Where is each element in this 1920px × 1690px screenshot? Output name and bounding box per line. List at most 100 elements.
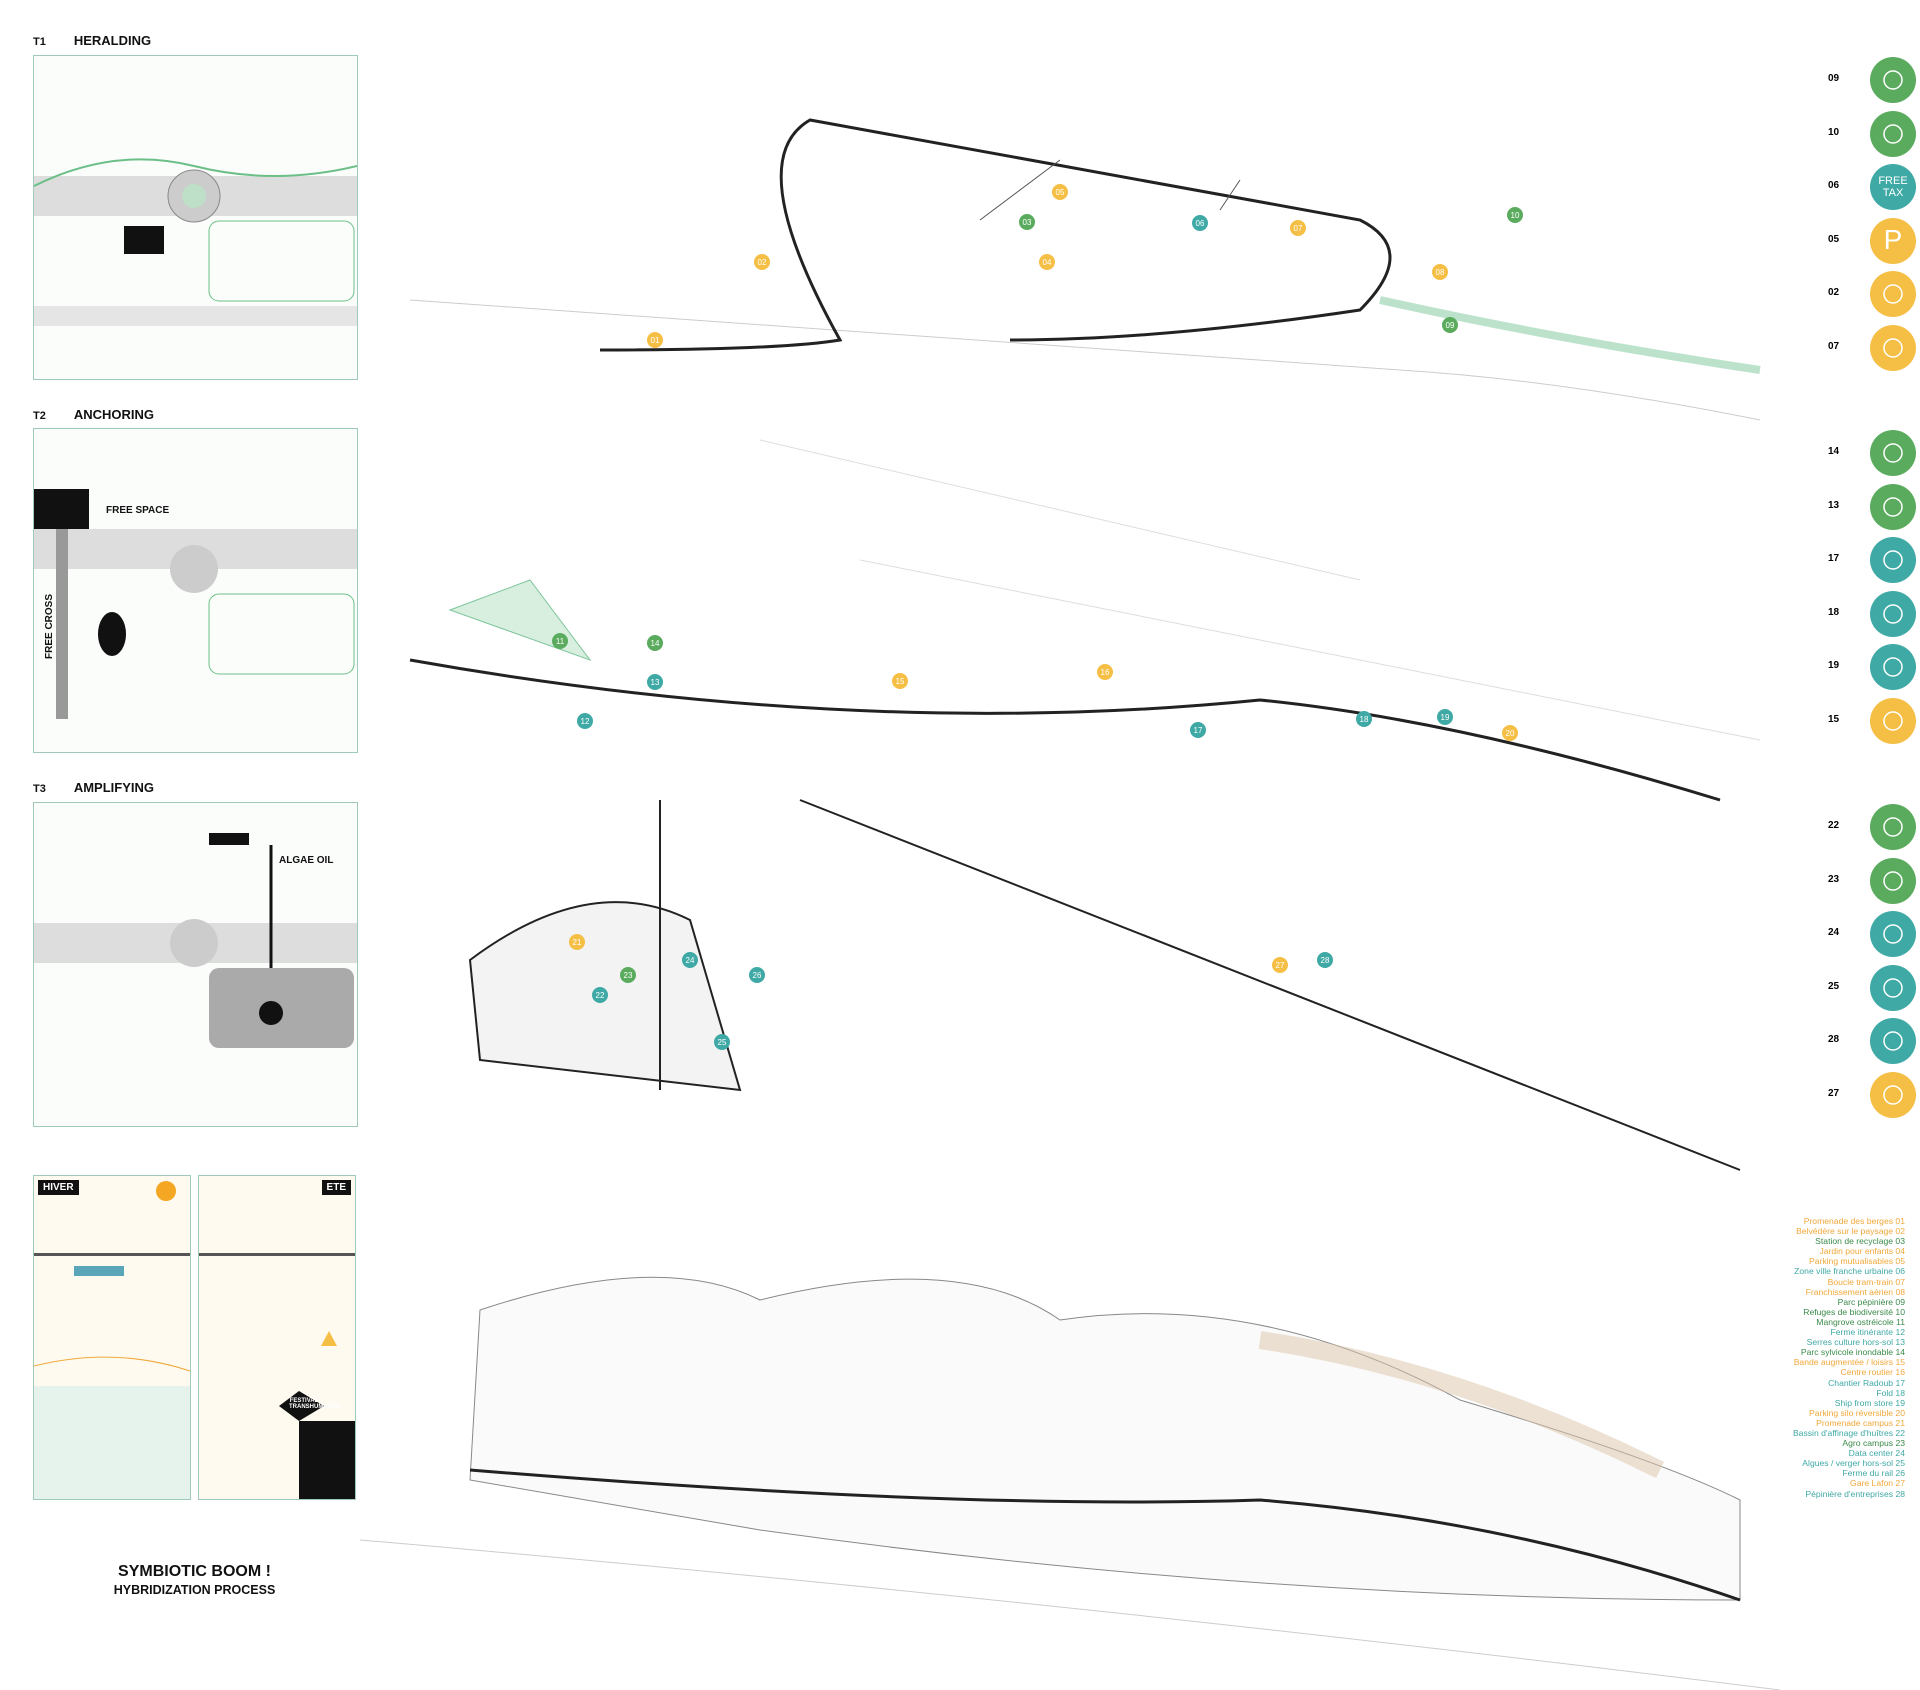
icon-legend-item: 18: [1820, 589, 1920, 639]
phase-name: HERALDING: [73, 33, 152, 48]
panel-anchoring: FREE SPACE FREE CROSS: [33, 428, 358, 753]
icon-legend-item: 07: [1820, 323, 1920, 373]
summer-drawing: [199, 1253, 355, 1499]
map-marker-23: 23: [620, 967, 636, 983]
icon-number: 02: [1828, 287, 1840, 298]
svg-text:10: 10: [1511, 211, 1520, 220]
tram-icon: [1870, 324, 1916, 371]
map-marker-08: 08: [1432, 264, 1448, 280]
icon-number: 22: [1828, 820, 1840, 831]
summer-tag: ETE: [321, 1180, 351, 1195]
icon-legend-item: 23: [1820, 856, 1920, 906]
map-marker-14: 14: [647, 635, 663, 651]
lightbulb-icon: [1870, 1018, 1916, 1064]
legend-entry: Ferme du rail 26: [1842, 1468, 1905, 1479]
store-icon: [1870, 644, 1916, 690]
parking-icon: P: [1870, 217, 1916, 264]
legend-entry: Gare Lafon 27: [1850, 1478, 1905, 1489]
boat-repair-icon: [1870, 537, 1916, 583]
panel-winter: HIVER: [33, 1175, 191, 1500]
icon-number: 27: [1828, 1087, 1840, 1099]
station-icon: [1870, 1071, 1916, 1118]
map-t1: [409, 118, 1761, 421]
map-marker-13: 13: [647, 674, 663, 690]
svg-text:26: 26: [753, 971, 762, 980]
map-marker-04: 04: [1039, 254, 1055, 270]
legend-entry: Parc sylvicole inondable 14: [1800, 1347, 1905, 1358]
legend-entry: Franchissement aérien 08: [1805, 1286, 1905, 1297]
free-tax-icon: FREE TAX: [1870, 164, 1916, 210]
svg-text:21: 21: [573, 938, 582, 947]
map-marker-05: 05: [1052, 184, 1068, 200]
map-marker-16: 16: [1097, 664, 1113, 680]
icon-number: 09: [1828, 73, 1840, 84]
map-marker-03: 03: [1019, 214, 1035, 230]
icon-number: 05: [1828, 233, 1840, 245]
legend-entry: Parking mutualisables 05: [1808, 1256, 1905, 1267]
legend-entry: Ship from store 19: [1834, 1397, 1905, 1408]
icon-legend-item: 13: [1820, 482, 1920, 532]
svg-text:17: 17: [1194, 726, 1203, 735]
svg-text:24: 24: [686, 956, 695, 965]
map-marker-10: 10: [1507, 207, 1523, 223]
icon-legend-item: 02: [1820, 269, 1920, 319]
svg-text:20: 20: [1506, 729, 1515, 738]
svg-text:27: 27: [1276, 961, 1285, 970]
oyster-icon: [1870, 804, 1916, 850]
legend-entry: Promenade campus 21: [1816, 1417, 1905, 1428]
map-marker-18: 18: [1356, 711, 1372, 727]
phase-number: T3: [33, 783, 46, 795]
icon-legend-item: 15: [1820, 696, 1920, 746]
legend-entry: Fold 18: [1876, 1387, 1905, 1398]
legend-entry: Jardin pour enfants 04: [1819, 1246, 1905, 1257]
svg-text:19: 19: [1441, 713, 1450, 722]
icon-number: 23: [1828, 873, 1840, 885]
winter-drawing: [34, 1181, 190, 1499]
map-marker-12: 12: [577, 713, 593, 729]
icon-number: 10: [1828, 126, 1840, 138]
legend-entry: Pépinière d'entreprises 28: [1805, 1488, 1905, 1499]
icon-legend-item: 09: [1820, 55, 1920, 105]
panel-heralding: [33, 55, 358, 380]
winter-tag: HIVER: [38, 1180, 79, 1195]
phase-number: T1: [33, 36, 46, 48]
anchoring-plan-drawing: [34, 489, 357, 719]
map-marker-26: 26: [749, 967, 765, 983]
map-marker-02: 02: [754, 254, 770, 270]
icon-legend-item: 22: [1820, 802, 1920, 852]
algae-icon: [1870, 964, 1916, 1011]
map-marker-07: 07: [1290, 220, 1306, 236]
belvedere-icon: [1870, 271, 1916, 317]
poster-title: SYMBIOTIC BOOM !: [118, 1563, 271, 1580]
icon-number: 19: [1828, 660, 1840, 671]
legend-entry: Bassin d'affinage d'huîtres 22: [1792, 1427, 1905, 1438]
free-space-label: FREE SPACE: [106, 505, 170, 516]
legend-entry: Ferme itinérante 12: [1830, 1327, 1905, 1338]
svg-text:15: 15: [896, 677, 905, 686]
amplifying-plan-drawing: [34, 833, 357, 1048]
icon-legend-item: 25: [1820, 963, 1920, 1013]
map-marker-22: 22: [592, 987, 608, 1003]
map-t3: [468, 799, 1741, 1171]
svg-text:05: 05: [1056, 188, 1065, 197]
map-marker-06: 06: [1192, 215, 1208, 231]
icon-legend-item: 10: [1820, 109, 1920, 159]
svg-text:28: 28: [1321, 956, 1330, 965]
map-marker-11: 11: [552, 633, 568, 649]
svg-text:04: 04: [1043, 258, 1052, 267]
leisure-icon: [1870, 697, 1916, 744]
svg-text:14: 14: [651, 639, 660, 648]
icon-legend-item: 28: [1820, 1016, 1920, 1066]
legend-entry: Algues / verger hors-sol 25: [1802, 1458, 1905, 1469]
svg-text:03: 03: [1023, 218, 1032, 227]
map-combined: [360, 1276, 1780, 1690]
algae-oil-label: ALGAE OIL: [279, 855, 334, 866]
legend-entry: Chantier Radoub 17: [1828, 1377, 1905, 1388]
icon-number: 14: [1828, 446, 1840, 457]
icon-legend-item: 14: [1820, 428, 1920, 478]
map-marker-28: 28: [1317, 952, 1333, 968]
